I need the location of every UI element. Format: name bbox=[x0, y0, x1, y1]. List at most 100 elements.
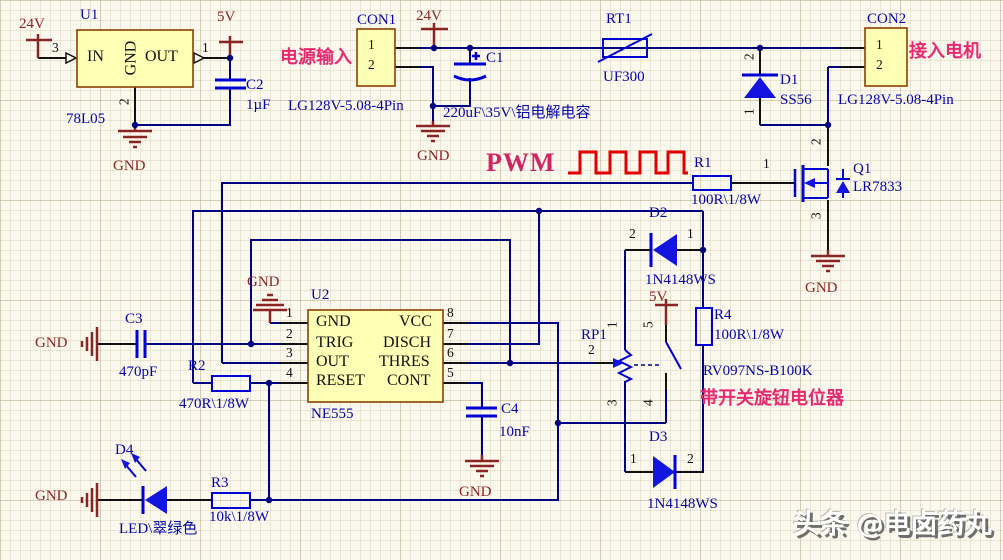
junction-dots bbox=[131, 44, 832, 504]
r2-designator[interactable]: R2 bbox=[188, 358, 206, 374]
r1-value[interactable]: 100R\1/8W bbox=[691, 192, 761, 208]
r2-value[interactable]: 470R\1/8W bbox=[179, 396, 249, 412]
q1-designator[interactable]: Q1 bbox=[853, 161, 872, 177]
u2-designator[interactable]: U2 bbox=[311, 287, 330, 303]
d4-value[interactable]: LED\翠绿色 bbox=[119, 521, 198, 537]
u1-pin1-arrow-icon bbox=[193, 51, 206, 65]
con1-value[interactable]: LG128V-5.08-4Pin bbox=[288, 98, 404, 114]
d4-designator[interactable]: D4 bbox=[115, 442, 134, 458]
d1-value[interactable]: SS56 bbox=[780, 92, 812, 108]
d2-pin2-number: 2 bbox=[629, 226, 636, 241]
r4-value[interactable]: 100R\1/8W bbox=[714, 327, 784, 343]
con2-value[interactable]: LG128V-5.08-4Pin bbox=[838, 92, 954, 108]
r3-value[interactable]: 10k\1/8W bbox=[209, 509, 269, 525]
gnd-label-c3: GND bbox=[35, 335, 68, 351]
c4-value[interactable]: 10nF bbox=[499, 424, 530, 440]
gnd-label-d4: GND bbox=[35, 488, 68, 504]
power-bar-5v-mid-icon bbox=[655, 299, 678, 325]
part-bodies[interactable] bbox=[76, 27, 908, 403]
port-24v-mid-label: 24V bbox=[416, 8, 442, 24]
power-bar-5v-left-icon bbox=[219, 36, 243, 58]
u2-value[interactable]: NE555 bbox=[311, 406, 354, 422]
d2-designator[interactable]: D2 bbox=[649, 205, 668, 221]
power-bar-24v-mid-icon bbox=[421, 23, 448, 48]
c2-designator[interactable]: C2 bbox=[246, 77, 264, 93]
q1-value[interactable]: LR7833 bbox=[853, 179, 903, 195]
gnd-label-c4: GND bbox=[459, 484, 492, 500]
u2-pin3-number: 3 bbox=[286, 345, 293, 360]
component-symbols[interactable] bbox=[121, 33, 850, 514]
con1-pin2-number: 2 bbox=[368, 57, 375, 72]
power-bar-24v-left-icon bbox=[26, 34, 52, 58]
rt1-value[interactable]: UF300 bbox=[603, 69, 645, 85]
q1-pin1-number: 1 bbox=[763, 156, 770, 171]
watermark: 头条 @电卤药丸 bbox=[793, 509, 992, 540]
u1-regulator-body bbox=[76, 29, 194, 88]
r3-resistor-symbol bbox=[211, 492, 251, 509]
c2-value[interactable]: 1µF bbox=[246, 97, 271, 113]
d1-pin1-number: 1 bbox=[741, 108, 757, 116]
gnd-earth-q1-icon bbox=[811, 250, 845, 273]
con1-annotation-power-input: 电源输入 bbox=[280, 47, 352, 67]
u1-pin1-number: 1 bbox=[202, 40, 209, 55]
gnd-label-u1: GND bbox=[113, 158, 146, 174]
u2-pin6-number: 6 bbox=[447, 345, 454, 360]
rt1-designator[interactable]: RT1 bbox=[606, 11, 632, 27]
con1-designator[interactable]: CON1 bbox=[357, 12, 397, 28]
r1-designator[interactable]: R1 bbox=[694, 155, 712, 171]
gnd-earth-u1-icon bbox=[118, 125, 152, 149]
con2-pin1-number: 1 bbox=[876, 37, 883, 52]
u2-pin-name-cont: CONT bbox=[387, 372, 431, 389]
con2-designator[interactable]: CON2 bbox=[867, 11, 907, 27]
c3-designator[interactable]: C3 bbox=[125, 311, 143, 327]
rp1-potentiometer-symbol bbox=[613, 341, 682, 383]
u2-pin7-number: 7 bbox=[447, 326, 454, 341]
u1-value[interactable]: 78L05 bbox=[66, 111, 106, 127]
d3-designator[interactable]: D3 bbox=[649, 429, 668, 445]
d2-value[interactable]: 1N4148WS bbox=[645, 272, 716, 288]
d3-value[interactable]: 1N4148WS bbox=[647, 496, 718, 512]
d1-designator[interactable]: D1 bbox=[780, 72, 799, 88]
gnd-earth-d4-side-icon bbox=[80, 483, 99, 517]
q1-pin3-number: 3 bbox=[808, 212, 824, 220]
q1-pin2-number: 2 bbox=[808, 138, 824, 146]
c3-capacitor-symbol bbox=[135, 330, 147, 358]
r1-resistor-symbol bbox=[692, 175, 732, 191]
c2-capacitor-symbol bbox=[215, 78, 246, 90]
r3-designator[interactable]: R3 bbox=[211, 475, 229, 491]
power-symbols[interactable] bbox=[26, 23, 845, 517]
rp1-annotation-switch-pot: 带开关旋钮电位器 bbox=[700, 388, 844, 408]
rp1-designator[interactable]: RP1 bbox=[581, 327, 607, 343]
u2-pin-name-reset: RESET bbox=[316, 372, 365, 389]
con1-connector-body bbox=[356, 28, 396, 87]
d2-diode-symbol bbox=[649, 233, 677, 267]
c4-designator[interactable]: C4 bbox=[501, 401, 519, 417]
rp1-value[interactable]: RV097NS-B100K bbox=[703, 363, 813, 379]
c3-value[interactable]: 470pF bbox=[119, 364, 158, 380]
u1-pin2-number: 2 bbox=[116, 98, 132, 106]
con2-pin2-number: 2 bbox=[876, 57, 883, 72]
wires[interactable] bbox=[135, 47, 840, 501]
u1-designator[interactable]: U1 bbox=[80, 7, 99, 23]
pin-leads bbox=[38, 47, 865, 501]
gnd-earth-c4-icon bbox=[465, 455, 499, 478]
rp1-pin4-number: 4 bbox=[640, 399, 656, 407]
gnd-earth-u2-inverted-icon bbox=[253, 293, 287, 323]
con2-annotation-motor: 接入电机 bbox=[909, 41, 981, 61]
gnd-earth-c1-icon bbox=[416, 121, 450, 143]
d3-pin2-number: 2 bbox=[687, 451, 694, 466]
u2-pin4-number: 4 bbox=[286, 365, 293, 380]
rp1-pin2-number: 2 bbox=[588, 342, 595, 357]
rt1-fuse-symbol bbox=[597, 33, 653, 63]
r2-resistor-symbol bbox=[211, 375, 251, 392]
d2-pin1-number: 1 bbox=[687, 226, 694, 241]
u1-pin3-arrow-icon bbox=[65, 51, 78, 65]
rp1-pin1-number: 1 bbox=[604, 321, 620, 329]
port-5v-mid-label: 5V bbox=[649, 289, 668, 305]
r4-designator[interactable]: R4 bbox=[714, 307, 732, 323]
c1-value[interactable]: 220uF\35V\铝电解电容 bbox=[443, 105, 591, 121]
u2-pin-name-out: OUT bbox=[316, 353, 349, 370]
u1-pin3-number: 3 bbox=[52, 40, 59, 55]
c1-designator[interactable]: C1 bbox=[486, 50, 504, 66]
